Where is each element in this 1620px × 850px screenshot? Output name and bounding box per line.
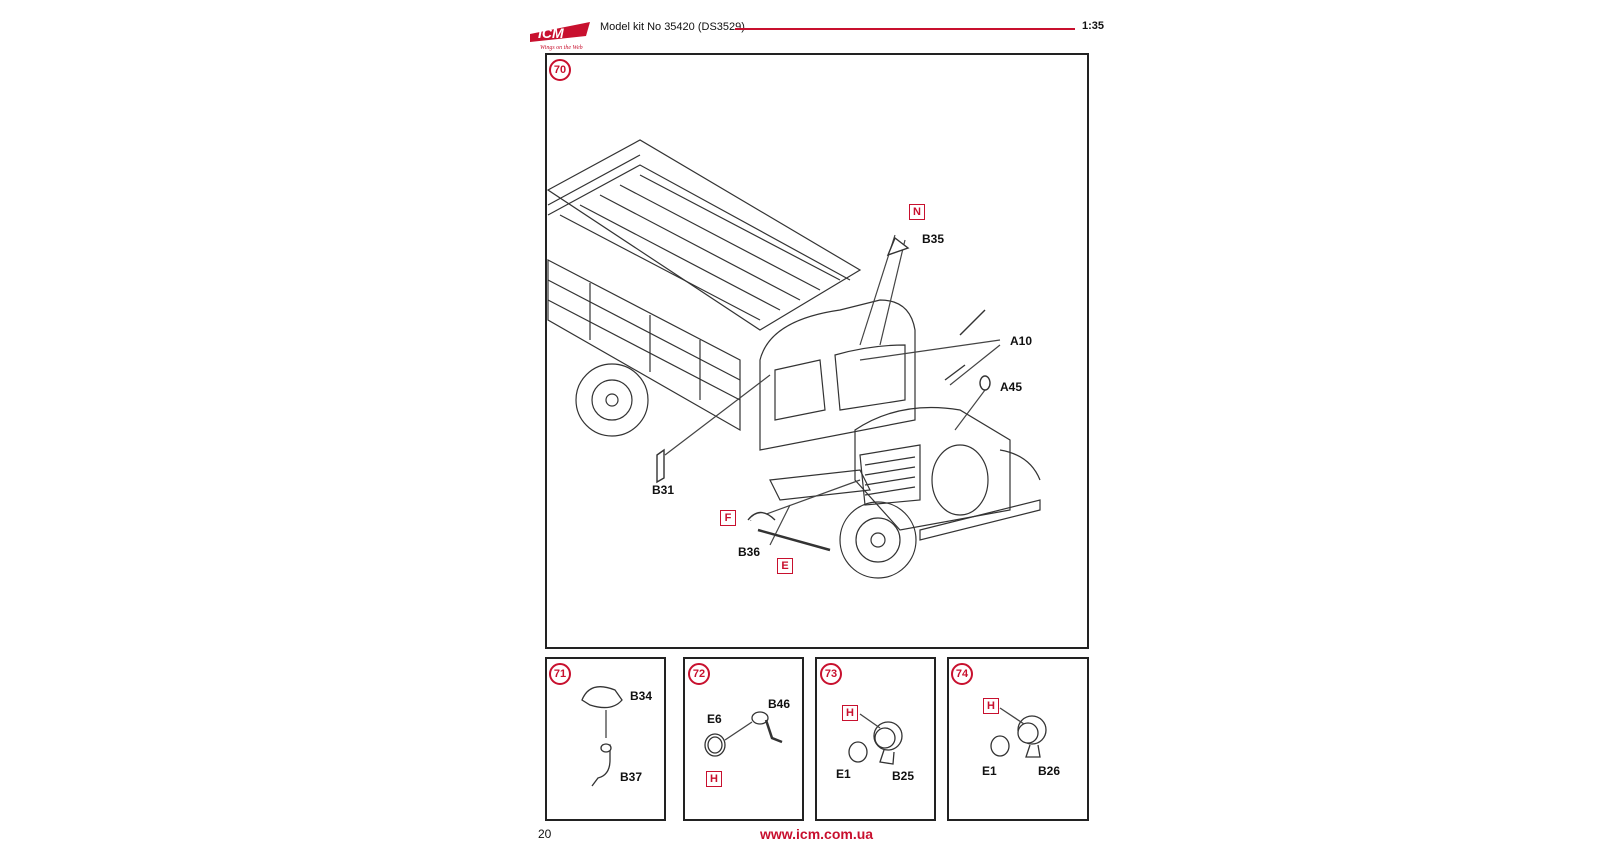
- step-71-number: 71: [549, 663, 571, 685]
- part-label-B25: B25: [892, 769, 915, 783]
- part-label-A45: A45: [1000, 380, 1023, 394]
- part-label-B26: B26: [1038, 764, 1061, 778]
- header-rule: [735, 28, 1075, 30]
- model-kit-title: Model kit No 35420 (DS3529): [600, 21, 745, 33]
- part-label-B46: B46: [768, 697, 791, 711]
- part-label-A10: A10: [1010, 334, 1033, 348]
- label-box-F: F: [720, 510, 736, 526]
- scale-label: 1:35: [1082, 20, 1105, 32]
- step-72-number: 72: [688, 663, 710, 685]
- website-link[interactable]: www.icm.com.ua: [760, 826, 874, 842]
- icm-logo: ICM Wings on the Web: [528, 20, 592, 52]
- step-73-number: 73: [820, 663, 842, 685]
- label-box-H: H: [983, 698, 999, 714]
- part-label-B37: B37: [620, 770, 643, 784]
- part-label-E1: E1: [982, 764, 997, 778]
- part-label-E1: E1: [836, 767, 851, 781]
- label-box-H: H: [842, 705, 858, 721]
- part-label-B31: B31: [652, 483, 675, 497]
- label-box-H: H: [706, 771, 722, 787]
- label-box-E: E: [777, 558, 793, 574]
- label-box-N: N: [909, 204, 925, 220]
- step-71-panel: [545, 657, 666, 821]
- step-74-panel: [947, 657, 1089, 821]
- logo-brand: ICM: [538, 25, 564, 41]
- part-label-B36: B36: [738, 545, 761, 559]
- step-74-number: 74: [951, 663, 973, 685]
- page-number: 20: [538, 827, 552, 841]
- step-70-number: 70: [549, 59, 571, 81]
- part-label-E6: E6: [707, 712, 722, 726]
- step-70-panel: [545, 53, 1089, 649]
- part-label-B35: B35: [922, 232, 945, 246]
- logo-tagline: Wings on the Web: [540, 45, 583, 51]
- step-72-panel: [683, 657, 804, 821]
- part-label-B34: B34: [630, 689, 653, 703]
